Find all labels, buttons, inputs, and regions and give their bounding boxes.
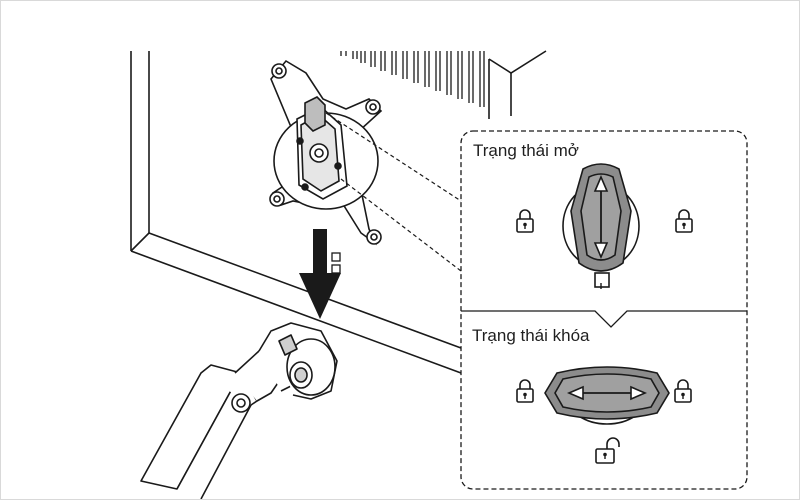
monitor-arm [140,322,338,499]
padlock-icon [516,379,534,403]
down-arrow-icon [299,229,341,319]
locked-state-label: Trạng thái khóa [472,326,590,345]
callout-box [460,130,748,490]
vesa-plate [269,59,383,246]
panel-marks [331,252,341,274]
padlock-icon [674,379,692,403]
monitor-back [130,50,547,374]
open-state-knob [562,163,640,289]
vent-slots [340,51,485,107]
open-state-label: Trạng thái mở [473,141,579,160]
padlock-icon [516,209,534,233]
callout-leader-lines [325,112,462,272]
padlock-icon [675,209,693,233]
callout-divider [461,310,747,328]
locked-state-knob [544,366,670,425]
open-padlock-icon [595,437,620,464]
